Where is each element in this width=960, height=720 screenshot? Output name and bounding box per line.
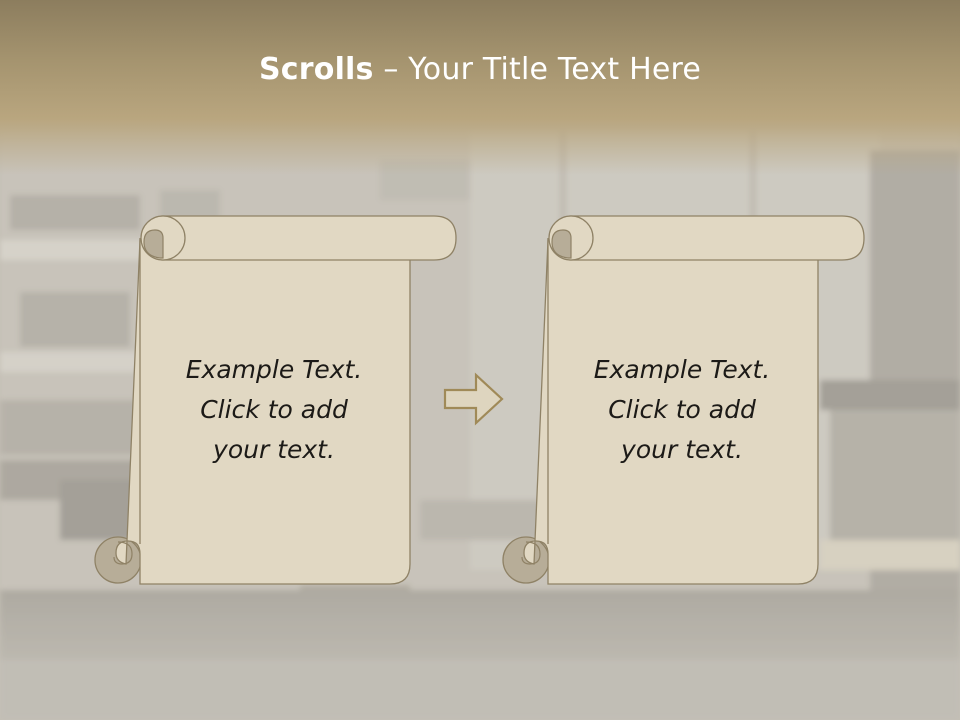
scroll-left-line-2: Click to add	[200, 395, 348, 424]
scroll-shape	[502, 215, 865, 585]
scroll-right-text[interactable]: Example Text. Click to add your text.	[547, 350, 817, 470]
scroll-left[interactable]: Example Text. Click to add your text.	[92, 214, 462, 590]
right-arrow-icon	[443, 372, 504, 426]
scroll-left-text[interactable]: Example Text. Click to add your text.	[139, 350, 409, 470]
scroll-shape	[94, 215, 457, 585]
scroll-right-line-1: Example Text.	[593, 355, 771, 384]
scroll-right-line-3: your text.	[621, 435, 743, 464]
scroll-left-line-3: your text.	[213, 435, 335, 464]
title-rest-part: – Your Title Text Here	[373, 52, 702, 87]
title-band	[0, 0, 960, 175]
slide-title[interactable]: Scrolls – Your Title Text Here	[0, 52, 960, 87]
scroll-right[interactable]: Example Text. Click to add your text.	[500, 214, 870, 590]
title-bold-part: Scrolls	[258, 52, 374, 87]
scroll-right-line-2: Click to add	[608, 395, 756, 424]
scroll-left-line-1: Example Text.	[185, 355, 363, 384]
